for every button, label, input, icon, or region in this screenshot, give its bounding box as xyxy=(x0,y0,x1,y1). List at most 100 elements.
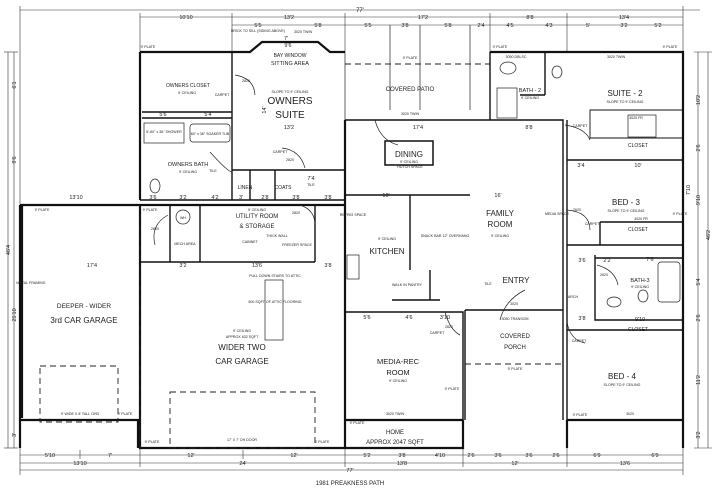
dim: 2'2 xyxy=(603,258,610,264)
dim: 5'10 xyxy=(45,453,55,459)
shower-icon xyxy=(143,122,185,144)
dim: 4'3 xyxy=(545,23,552,29)
dim: 2'6 xyxy=(696,144,702,151)
note: 17' X 7' OH DOOR xyxy=(227,438,257,442)
dim: 12' xyxy=(187,453,194,459)
note: 9' CEILING xyxy=(400,160,418,164)
room-label-two-car-garage: WIDER TWO xyxy=(218,343,265,352)
note: 2620 xyxy=(600,273,608,277)
note: 2820 xyxy=(445,325,453,329)
dim: 2'8 xyxy=(261,195,268,201)
dim: 6'9 xyxy=(593,453,600,459)
dim: 3' xyxy=(12,433,18,437)
tub-icon xyxy=(657,261,681,303)
note: 9' PLATE xyxy=(508,367,523,371)
note: 2620 xyxy=(573,208,581,212)
room-label-bed3: BED - 3 xyxy=(612,198,641,207)
room-label-3rd-car-garage: 3rd CAR GARAGE xyxy=(50,316,117,325)
garage-doors xyxy=(39,205,563,449)
room-label: DEEPER - WIDER xyxy=(57,303,111,310)
note: 2820 xyxy=(286,158,294,162)
dim: 5'4 xyxy=(204,112,211,118)
note: 3020 TWIN xyxy=(294,30,313,34)
dim: 3'8 xyxy=(324,195,331,201)
room-label: CLOSET xyxy=(628,327,648,333)
dim: 10' xyxy=(382,193,389,199)
note: THICK WALL xyxy=(266,234,287,238)
note: 3020 TWIN xyxy=(401,112,420,116)
note: 9' PLATE xyxy=(118,412,133,416)
note: METAL FRAMING xyxy=(16,281,45,285)
room-label: UTILITY ROOM xyxy=(236,214,279,220)
room-label: COATS xyxy=(275,185,293,191)
note: 9' CEILING xyxy=(179,170,197,174)
note: 9' PLATE xyxy=(445,387,460,391)
dim: 3'6 xyxy=(494,453,501,459)
note: 9' CEILING xyxy=(248,208,266,212)
dim: 3'8 xyxy=(401,23,408,29)
home-label: HOME xyxy=(386,430,404,436)
dimension-lines xyxy=(4,6,712,475)
closet-doors xyxy=(627,114,657,138)
dim: 9'10 xyxy=(696,195,702,205)
interior-walls xyxy=(140,52,684,420)
dim: 5'5 xyxy=(254,23,261,29)
note: 9' CEILING xyxy=(491,234,509,238)
dim: 5'5 xyxy=(364,23,371,29)
dim: 3'8 xyxy=(398,453,405,459)
note: 9' CEILING xyxy=(521,96,539,100)
dim: 3'2 xyxy=(696,431,702,438)
door-swings xyxy=(153,74,619,344)
note: SLOPE TO 9' CEILING xyxy=(607,100,644,104)
dim: 5'2 xyxy=(363,453,370,459)
note: 9' PLATE xyxy=(315,440,330,444)
dim: 3'10 xyxy=(440,315,450,321)
dim: 7'6 xyxy=(646,257,653,263)
dim: 3'2 xyxy=(179,263,186,269)
dim: 9'6 xyxy=(12,156,18,163)
note: 5'-60" x 36" SHOWER xyxy=(146,130,182,134)
note: 9' CEILING xyxy=(233,329,251,333)
note: 3020 FR xyxy=(629,116,643,120)
room-label: BAY WINDOW xyxy=(274,53,307,59)
dim: 4'10 xyxy=(435,453,445,459)
dim: 3'2 xyxy=(179,195,186,201)
dim: 10' xyxy=(634,163,641,169)
note: BRICK TO SILL (SIDING ABOVE) xyxy=(231,29,285,33)
note: 3020 xyxy=(626,412,634,416)
dim: 5'2 xyxy=(654,23,661,29)
room-label-dining: DINING xyxy=(395,150,423,159)
note: 9' PLATE xyxy=(350,421,365,425)
dim: 3'6 xyxy=(525,453,532,459)
interior-dimensions: 5'6 5'4 13'2 17'4 8'8 13'10 17'4 3'2 13'… xyxy=(69,112,653,323)
dim: 2'4 xyxy=(477,23,484,29)
address-caption: 1981 PREAKNESS PATH xyxy=(316,481,384,487)
note: TILE xyxy=(484,282,492,286)
dim: 13'10 xyxy=(73,461,86,467)
shower-icon xyxy=(496,87,518,119)
dim: 13'2 xyxy=(284,15,294,21)
toilet-icon xyxy=(637,289,649,303)
overall-width-dim: 77' xyxy=(356,8,364,14)
room-label: COVERED PATIO xyxy=(386,87,435,93)
fixtures xyxy=(143,61,681,308)
toilet-icon xyxy=(499,61,517,75)
note: REFRIG SPACE xyxy=(340,213,367,217)
note: HUTCH SPACE xyxy=(397,165,423,169)
dining-table xyxy=(384,140,434,166)
note: ARCH xyxy=(568,295,579,299)
dim: 12' xyxy=(290,453,297,459)
dim: 7' xyxy=(284,36,288,42)
dim: 7'10 xyxy=(686,185,692,195)
room-label: CLOSET xyxy=(628,227,648,233)
dim: 8'8 xyxy=(525,125,532,131)
dim: 4'5 xyxy=(506,23,513,29)
room-label: CLOSET xyxy=(628,143,648,149)
room-label: COVERED xyxy=(500,334,530,340)
note: PULL DOWN STAIRS TO ATTIC xyxy=(249,274,301,278)
dim: 3'8 xyxy=(324,263,331,269)
dim: 16' xyxy=(494,193,501,199)
home-sqft: APPROX 2047 SQFT xyxy=(366,440,424,446)
sink-icon xyxy=(551,65,563,79)
